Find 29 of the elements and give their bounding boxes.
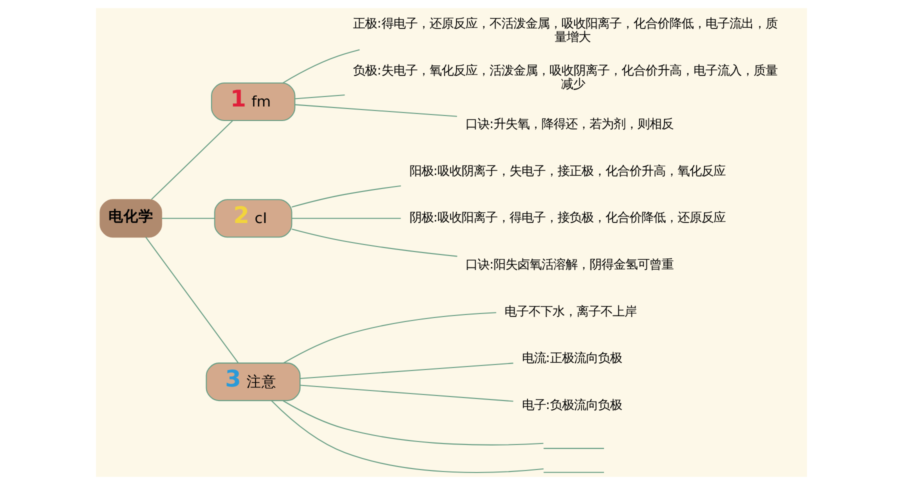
node-box: 2 cI <box>214 199 292 238</box>
connector <box>271 400 544 473</box>
connector <box>300 384 514 402</box>
node-text: 阴极:吸收阳离子，得电子，接负极，化合价降低，还原反应 <box>409 210 726 225</box>
node-text: 口诀:升失氧，降得还，若为剂，则相反 <box>466 116 674 131</box>
node-box: 1 fm <box>211 82 296 122</box>
connector <box>145 236 239 364</box>
node-line <box>544 472 604 473</box>
node-text: 负极:失电子，氧化反应，活泼金属，吸收阴离子，化合价升高，电子流入，质量减少 <box>353 62 778 91</box>
node-text: 电流:正极流向负极 <box>522 350 622 366</box>
node-line <box>544 448 604 449</box>
node-text: 口诀:阳失卤氧活溶解，阴得金氢可曾重 <box>466 256 674 272</box>
node-text: 正极:得电子，还原反应，不活泼金属，吸收阳离子，化合价降低，电子流出，质量增大 <box>353 15 778 44</box>
node-box: 3 注意 <box>206 362 301 402</box>
connector <box>292 218 401 219</box>
node-text: 电子:负极流向负极 <box>522 396 622 412</box>
connector <box>282 49 360 84</box>
connector <box>283 312 496 364</box>
connector <box>300 362 514 380</box>
node-box: 电化学 <box>100 199 162 238</box>
connector <box>162 218 215 219</box>
connector <box>292 228 458 257</box>
connector <box>292 185 401 208</box>
connector <box>282 400 544 446</box>
connector <box>151 120 233 200</box>
connector <box>294 94 345 100</box>
node-text: 阳极:吸收阴离子，失电子，接正极，化合价升高，氧化反应 <box>409 162 726 178</box>
node-text: 电子不下水，离子不上岸 <box>504 303 637 318</box>
connector <box>294 104 458 117</box>
